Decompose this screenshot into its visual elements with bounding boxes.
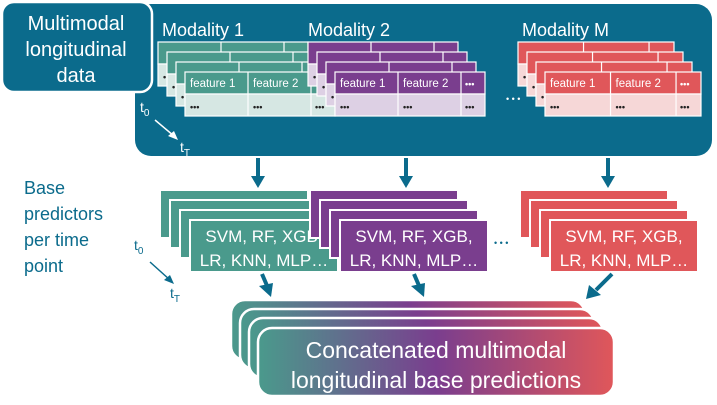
feature-2-label: feature 2	[403, 78, 448, 90]
out-arrow-head-2	[411, 283, 425, 297]
base-models-line-1: SVM, RF, XGB,	[565, 227, 682, 246]
out-arrow-head-1	[259, 283, 273, 297]
table-row-ellipsis: •••	[465, 102, 474, 112]
base-models-line-1: SVM, RF, XGB,	[355, 227, 472, 246]
table-row-ellipsis: •	[313, 72, 316, 82]
base-card-front	[339, 219, 489, 273]
base-predictors-label: Base predictors per time point	[24, 178, 103, 276]
table-row-ellipsis: •••	[253, 102, 262, 112]
base-predictor-stacks: SVM, RF, XGB, LR, KNN, MLP… SVM, RF, XGB, L…	[159, 189, 699, 273]
modality-2-title: Modality 2	[308, 20, 390, 40]
base-label-line-1: Base	[24, 178, 65, 198]
modality-ellipsis: • • •	[506, 94, 520, 104]
table-row-ellipsis: •••	[315, 102, 324, 112]
output-line-1: Concatenated multimodal	[306, 337, 567, 363]
feature-1-label: feature 1	[340, 78, 385, 90]
feature-table-front: feature 1 feature 2 ••• ••• ••• •••	[544, 71, 702, 117]
table-row-ellipsis: •	[331, 92, 334, 102]
arrows-to-base	[251, 158, 615, 188]
tT-label-top: tT	[180, 139, 190, 159]
base-models-line-1: SVM, RF, XGB,	[205, 227, 322, 246]
t0-label-bottom: t0	[134, 237, 144, 257]
table-row-ellipsis: •••	[403, 102, 412, 112]
arrows-to-output	[259, 272, 614, 299]
output-stack: Concatenated multimodal longitudinal bas…	[229, 298, 616, 398]
table-row-ellipsis: •	[163, 72, 166, 82]
modality-m-title: Modality M	[522, 20, 609, 40]
output-card-front	[256, 326, 616, 398]
feature-more-label: •••	[465, 79, 474, 89]
time-arrow-bottom	[149, 261, 171, 281]
modality-1-title: Modality 1	[162, 20, 244, 40]
feature-1-label: feature 1	[190, 78, 235, 90]
input-label-line-2: longitudinal	[25, 39, 126, 61]
time-arrowhead-top	[168, 131, 178, 140]
table-row-ellipsis: •	[181, 92, 184, 102]
time-axis-bottom: t0 tT	[134, 237, 180, 305]
table-row-ellipsis: •••	[340, 102, 349, 112]
base-models-line-2: LR, KNN, MLP…	[350, 251, 478, 270]
table-row-ellipsis: •	[541, 92, 544, 102]
arrow-head-1	[251, 176, 265, 188]
output-line-2: longitudinal base predictions	[291, 367, 581, 393]
base-models-line-2: LR, KNN, MLP…	[560, 251, 688, 270]
table-row-ellipsis: •••	[616, 102, 625, 112]
base-label-line-2: predictors	[24, 204, 103, 224]
base-ellipsis: • • •	[494, 238, 508, 248]
table-row-ellipsis: •••	[680, 102, 689, 112]
input-label-line-1: Multimodal	[28, 13, 125, 35]
base-label-line-4: point	[24, 256, 63, 276]
feature-more-label: •••	[680, 79, 689, 89]
table-row-ellipsis: •	[532, 82, 535, 92]
base-card-front	[549, 219, 699, 273]
time-axis-top: t0 tT	[140, 99, 190, 159]
base-stack-mm: SVM, RF, XGB, LR, KNN, MLP…	[519, 189, 699, 273]
input-label-box	[0, 0, 154, 94]
time-arrowhead-bottom	[164, 275, 174, 284]
t0-label-top: t0	[140, 99, 150, 119]
base-stack-m1: SVM, RF, XGB, LR, KNN, MLP…	[159, 189, 339, 273]
out-arrow-head-3	[586, 285, 601, 299]
feature-1-label: feature 1	[550, 78, 595, 90]
feature-2-label: feature 2	[253, 78, 298, 90]
table-body-row	[334, 93, 486, 117]
base-label-line-3: per time	[24, 230, 89, 250]
table-body-row	[544, 93, 702, 117]
time-arrow-top	[154, 119, 175, 137]
table-row-ellipsis: •	[322, 82, 325, 92]
table-row-ellipsis: •••	[190, 102, 199, 112]
feature-table-front: feature 1 feature 2 ••• ••• ••• •••	[334, 71, 486, 117]
input-label-line-3: data	[57, 65, 97, 87]
table-row-ellipsis: •	[523, 72, 526, 82]
arrow-head-2	[399, 176, 413, 188]
base-stack-m2: SVM, RF, XGB, LR, KNN, MLP…	[309, 189, 489, 273]
tT-label-bottom: tT	[170, 285, 180, 305]
table-row-ellipsis: •••	[550, 102, 559, 112]
feature-2-label: feature 2	[616, 78, 661, 90]
arrow-head-3	[601, 176, 615, 188]
table-row-ellipsis: •	[172, 82, 175, 92]
base-models-line-2: LR, KNN, MLP…	[200, 251, 328, 270]
